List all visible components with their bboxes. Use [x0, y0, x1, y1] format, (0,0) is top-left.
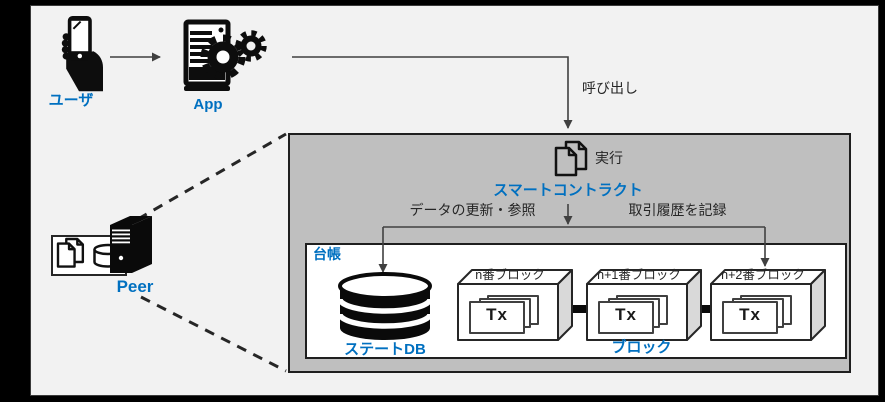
- state-db-label: ステートDB: [344, 341, 426, 358]
- tx-label: Tx: [739, 305, 761, 324]
- call-label: 呼び出し: [582, 80, 638, 96]
- tx-label: Tx: [615, 305, 637, 324]
- data-update-label: データの更新・参照: [409, 202, 536, 218]
- blocks-caption: ブロック: [611, 339, 672, 356]
- user-label: ユーザ: [48, 92, 94, 109]
- block-n1-title: n+1番ブロック: [597, 268, 681, 282]
- app-label: App: [193, 96, 223, 113]
- record-history-label: 取引履歴を記録: [628, 202, 727, 218]
- execute-label: 実行: [595, 150, 623, 166]
- block-n2-title: n+2番ブロック: [721, 268, 805, 282]
- peer-label: Peer: [116, 277, 154, 296]
- block-n-title: n番ブロック: [475, 268, 545, 282]
- smart-contract-label: スマートコントラクト: [493, 182, 643, 199]
- tx-label: Tx: [486, 305, 508, 324]
- ledger-title: 台帳: [313, 246, 341, 262]
